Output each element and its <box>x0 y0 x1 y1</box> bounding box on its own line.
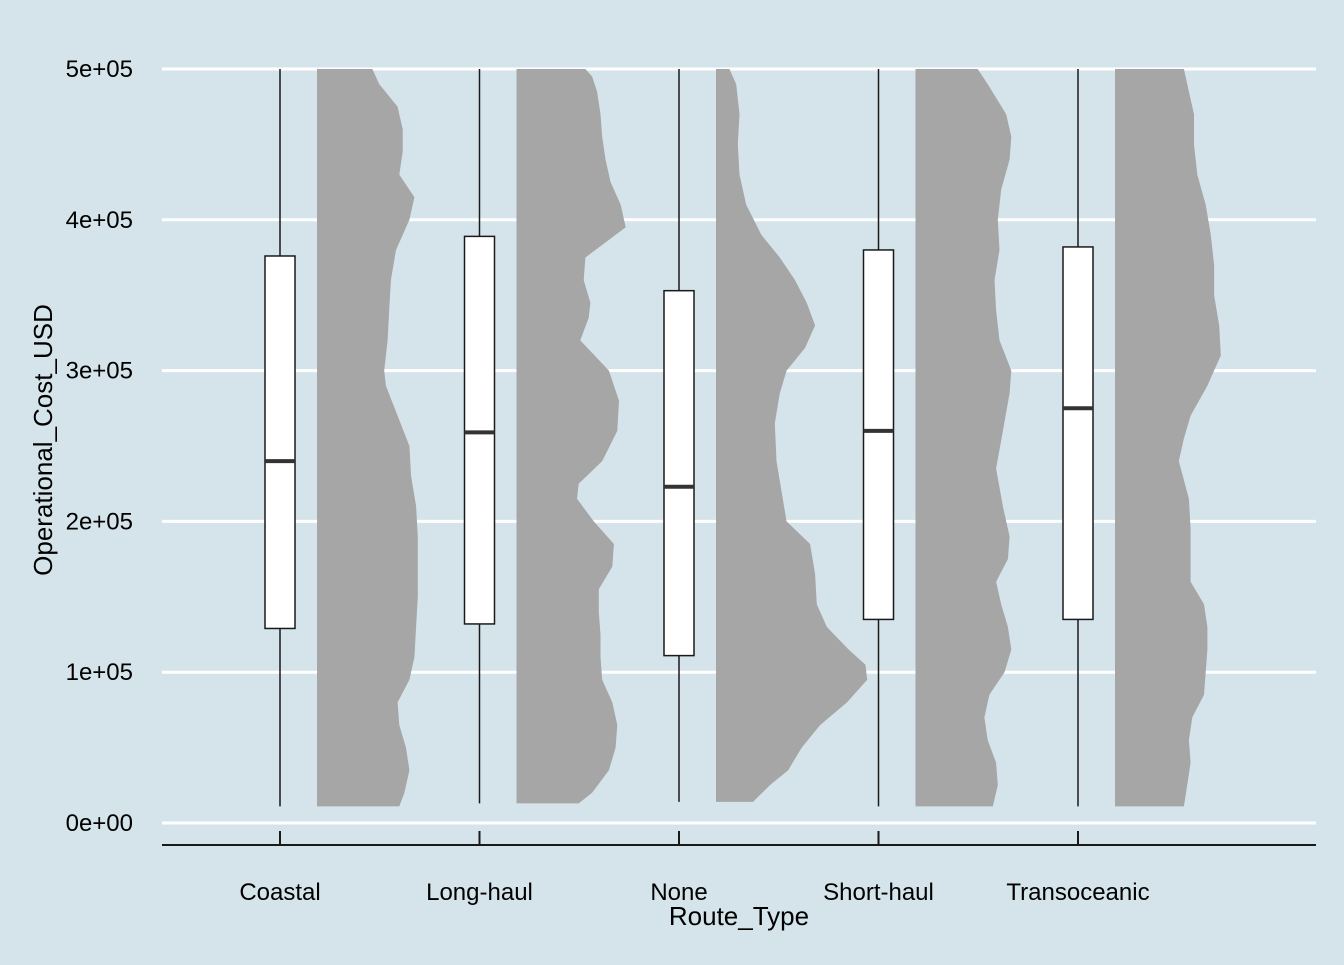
box-plot-short-haul <box>862 69 895 807</box>
x-tick-label: Transoceanic <box>1006 879 1149 906</box>
y-tick-label: 3e+05 <box>66 358 133 385</box>
density-shape-coastal <box>317 69 418 807</box>
box-plots <box>264 69 1094 807</box>
density-shape-short-haul <box>915 69 1012 807</box>
iqr-box <box>862 249 895 621</box>
box-plot-transoceanic <box>1062 69 1094 807</box>
box-plot-coastal <box>264 69 296 807</box>
density-shape-none <box>716 69 868 802</box>
iqr-box <box>264 255 296 630</box>
iqr-box <box>1062 246 1094 621</box>
density-shape-transoceanic <box>1115 69 1221 807</box>
x-tick-label: Coastal <box>239 879 320 906</box>
x-tick-label: None <box>650 879 707 906</box>
axes <box>162 831 1316 846</box>
y-tick-label: 2e+05 <box>66 508 133 535</box>
box-plot-none <box>663 69 695 802</box>
x-tick-label: Short-haul <box>823 879 934 906</box>
density-shapes <box>317 69 1221 807</box>
box-plot-long-haul <box>463 69 496 804</box>
y-tick-label: 4e+05 <box>66 207 133 234</box>
y-axis-title: Operational_Cost_USD <box>28 304 58 576</box>
density-shape-long-haul <box>516 69 626 804</box>
y-tick-label: 1e+05 <box>66 659 133 686</box>
x-axis-title: Route_Type <box>669 901 809 931</box>
x-tick-label: Long-haul <box>426 879 533 906</box>
iqr-box <box>663 289 695 657</box>
y-tick-label: 0e+00 <box>66 810 133 837</box>
y-tick-label: 5e+05 <box>66 56 133 83</box>
iqr-box <box>463 235 496 625</box>
